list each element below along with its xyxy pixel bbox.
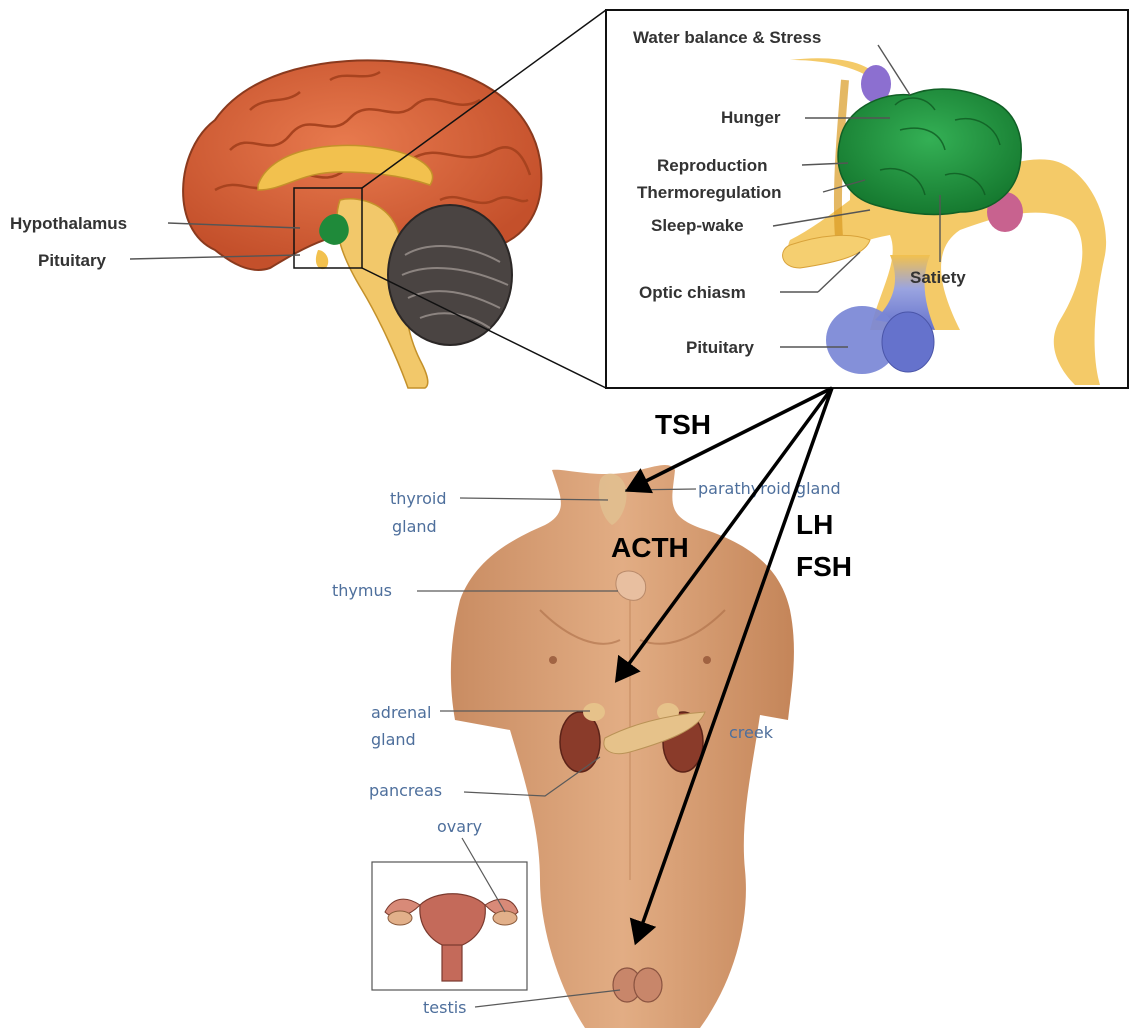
- adrenal-label-line1: adrenal: [371, 703, 431, 722]
- adrenal-label-line2: gland: [371, 730, 416, 749]
- hypothalamus-label: Hypothalamus: [10, 214, 127, 233]
- creek-label: creek: [729, 723, 774, 742]
- ovary-inset: [372, 862, 527, 990]
- pituitary-inset-label: Pituitary: [686, 338, 755, 357]
- pituitary-label: Pituitary: [38, 251, 107, 270]
- sleep-wake-label: Sleep-wake: [651, 216, 744, 235]
- reproduction-label: Reproduction: [657, 156, 768, 175]
- lh-label: LH: [796, 509, 833, 540]
- hunger-label: Hunger: [721, 108, 781, 127]
- testis-label: testis: [423, 998, 467, 1017]
- thermoregulation-label: Thermoregulation: [637, 183, 782, 202]
- acth-label: ACTH: [611, 532, 689, 563]
- optic-chiasm-label: Optic chiasm: [639, 283, 746, 302]
- ovary-label: ovary: [437, 817, 482, 836]
- water-balance-label: Water balance & Stress: [633, 28, 821, 47]
- brain-illustration: [183, 60, 541, 388]
- thymus-label: thymus: [332, 581, 392, 600]
- fsh-label: FSH: [796, 551, 852, 582]
- thyroid-label-line1: thyroid: [390, 489, 447, 508]
- pancreas-label: pancreas: [369, 781, 442, 800]
- satiety-label: Satiety: [910, 268, 966, 287]
- tsh-label: TSH: [655, 409, 711, 440]
- parathyroid-label: parathyroid gland: [698, 479, 841, 498]
- thyroid-label-line2: gland: [392, 517, 437, 536]
